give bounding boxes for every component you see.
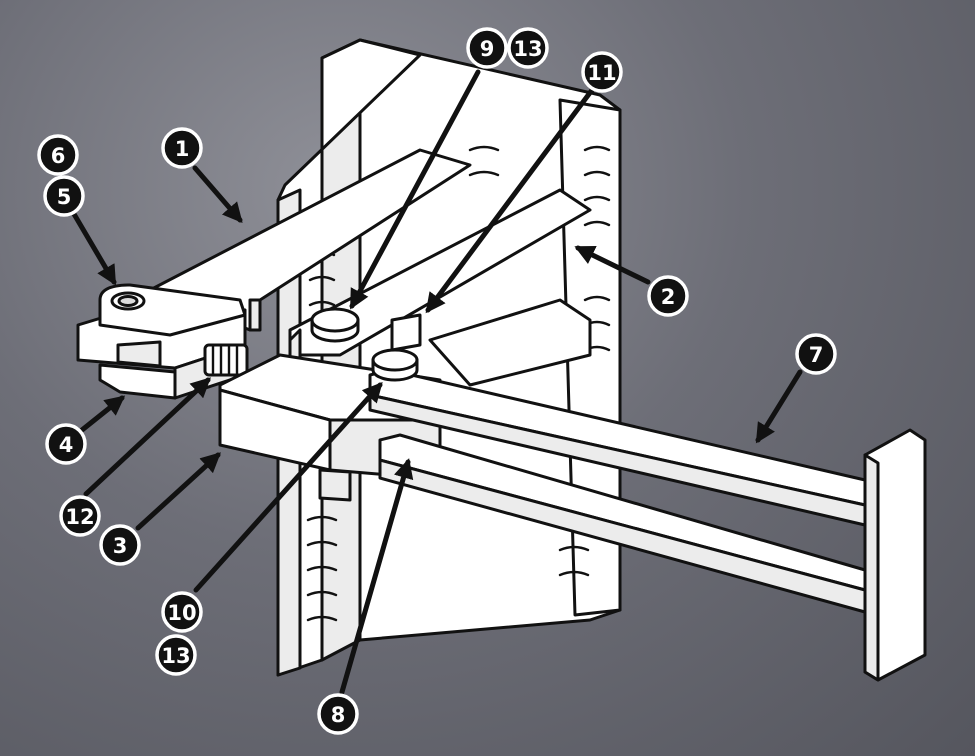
end-plate [863,428,927,682]
callout-12-label: 12 [65,505,94,529]
callout-3-label: 3 [113,534,128,558]
callout-13-top: 13 [507,27,549,69]
callout-6-label: 6 [51,144,66,168]
leader-5 [71,211,117,286]
callout-1-label: 1 [175,137,190,161]
callout-13-bottom-label: 13 [161,644,190,668]
callout-8: 8 [317,693,359,735]
callout-9: 9 [466,27,508,69]
angled-bracket [288,188,592,367]
leader-7 [755,369,803,444]
callout-10-label: 10 [167,601,196,625]
callout-9-label: 9 [480,37,495,61]
leader-10 [193,382,383,593]
leader-lines [71,69,803,695]
callout-10: 10 [161,591,203,633]
callout-7: 7 [795,333,837,375]
assembly-illustration [76,38,927,682]
pin-lower [371,348,419,382]
callout-1: 1 [161,127,203,169]
callout-8-label: 8 [331,703,346,727]
pin-upper [310,307,360,343]
leader-11 [425,87,595,314]
leader-4 [79,395,126,433]
callout-13-top-label: 13 [513,37,542,61]
leader-8 [339,458,414,695]
leader-1 [192,165,243,224]
callout-11-label: 11 [587,61,616,85]
callout-5: 5 [43,175,85,217]
callout-4-label: 4 [59,433,74,457]
threaded-stud [203,343,249,377]
callout-badges: 1 2 3 4 5 6 7 8 [37,27,837,735]
callout-4: 4 [45,423,87,465]
callout-12: 12 [59,495,101,537]
callout-2: 2 [647,275,689,317]
middle-flange [428,298,592,387]
callout-3: 3 [99,524,141,566]
callout-13-bottom: 13 [155,634,197,676]
callout-6: 6 [37,134,79,176]
callout-7-label: 7 [809,343,824,367]
callout-11: 11 [581,51,623,93]
leader-12 [83,377,211,497]
leader-9 [349,69,481,310]
callout-5-label: 5 [57,185,72,209]
leader-3 [135,452,221,531]
clevis-end [76,283,247,400]
leader-2 [574,245,651,285]
callout-2-label: 2 [661,285,676,309]
